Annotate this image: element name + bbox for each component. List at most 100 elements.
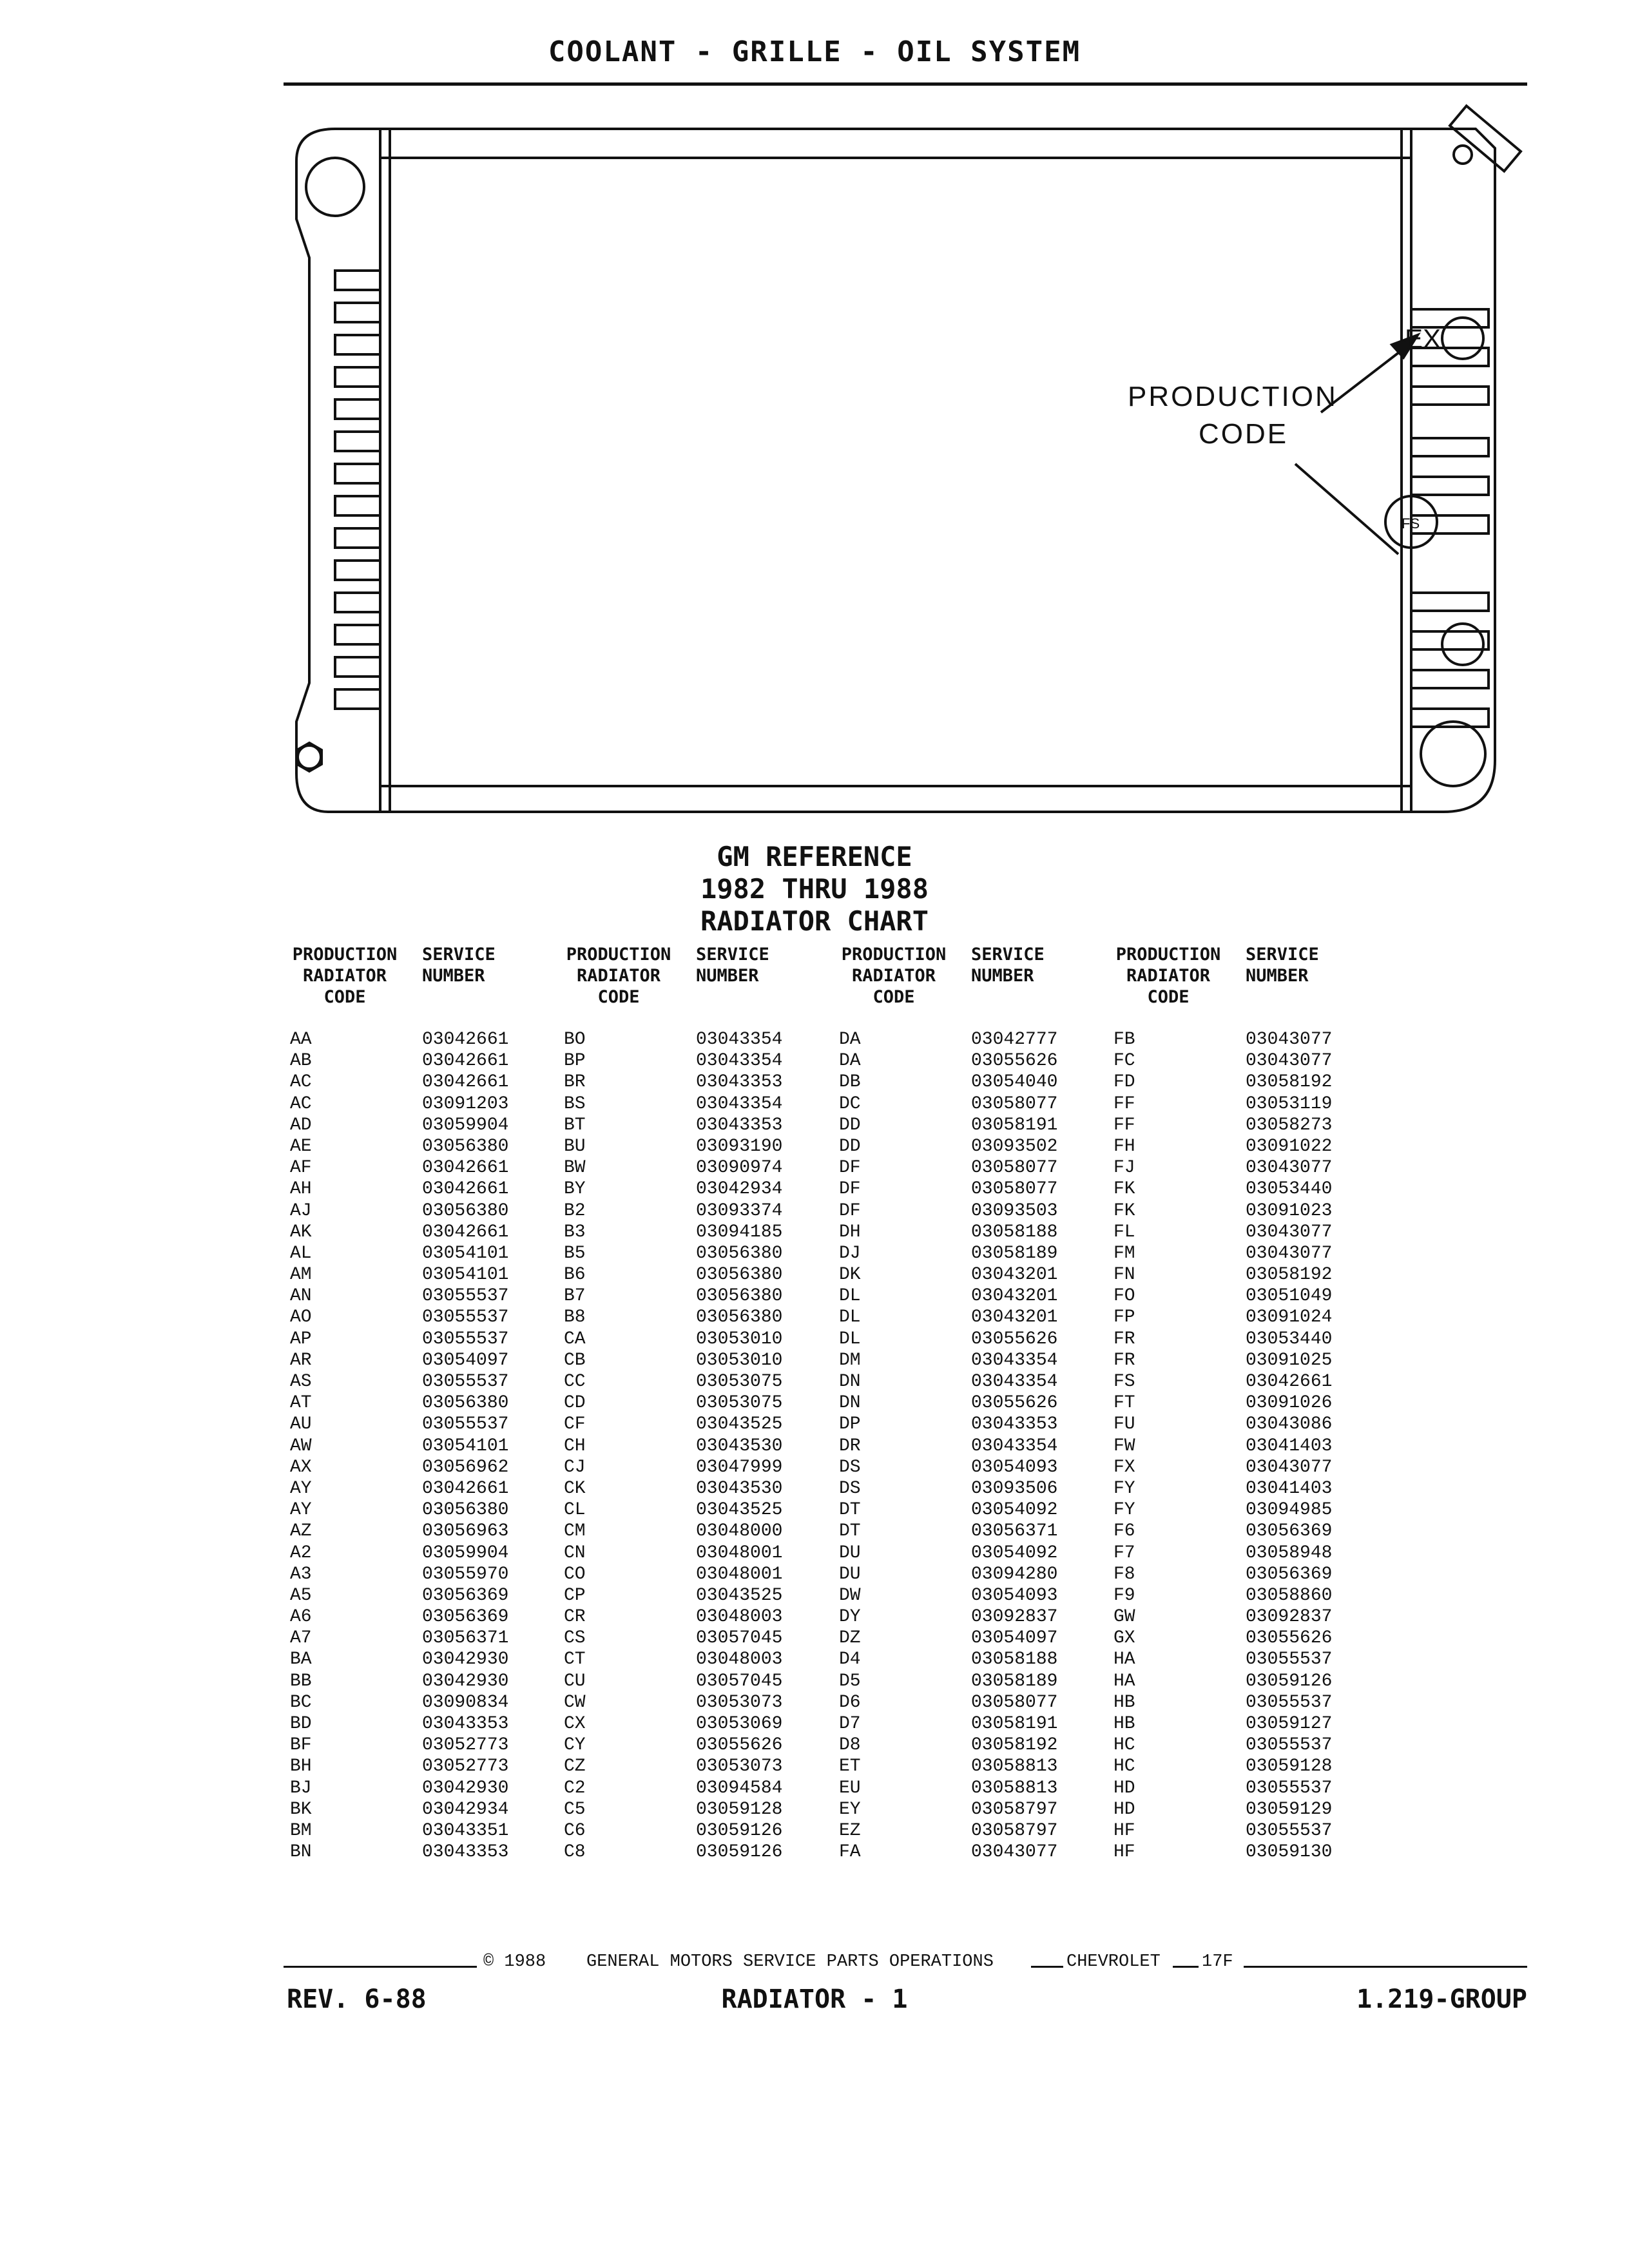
service-number-cell: 03043353 — [696, 1072, 783, 1093]
service-number-cell: 03042661 — [422, 1051, 509, 1072]
service-number-cell: 03052773 — [422, 1756, 509, 1777]
service-number-cell: 03091024 — [1246, 1307, 1333, 1328]
service-number-cell: 03056369 — [422, 1585, 509, 1606]
arrow-to-ex — [1320, 347, 1406, 414]
production-code-cell: CU — [564, 1671, 586, 1691]
service-number-cell: 03043077 — [1246, 1158, 1333, 1178]
arrow-head-ex — [1389, 332, 1421, 360]
service-number-cell: 03059904 — [422, 1542, 509, 1563]
service-number-cell: 03053010 — [696, 1329, 783, 1349]
service-number-cell: 03093190 — [696, 1136, 783, 1157]
service-number-cell: 03043525 — [696, 1500, 783, 1521]
production-code-cell: BH — [290, 1756, 312, 1777]
production-code-cell: BC — [290, 1692, 312, 1713]
service-number-cell: 03090974 — [696, 1158, 783, 1178]
production-code-cell: C8 — [564, 1842, 586, 1863]
production-code-cell: HC — [1113, 1735, 1135, 1756]
service-number-cell: 03055537 — [1246, 1649, 1333, 1670]
service-number-cell: 03043354 — [696, 1093, 783, 1114]
production-code-cell: FA — [839, 1842, 861, 1863]
service-number-cell: 03058189 — [971, 1243, 1058, 1264]
service-number-cell: 03094584 — [696, 1778, 783, 1798]
production-code-cell: BJ — [290, 1778, 312, 1798]
service-number-cell: 03042661 — [1246, 1372, 1333, 1392]
production-code-cell: C2 — [564, 1778, 586, 1798]
production-code-cell: AW — [290, 1436, 312, 1456]
service-number-cell: 03043201 — [971, 1286, 1058, 1307]
production-code-cell: FY — [1113, 1478, 1135, 1499]
production-code-cell: DF — [839, 1200, 861, 1221]
production-code-cell: CP — [564, 1585, 586, 1606]
production-code-cell: HB — [1113, 1692, 1135, 1713]
production-code-cell: AR — [290, 1350, 312, 1370]
production-code-cell: B3 — [564, 1222, 586, 1242]
production-code-cell: CY — [564, 1735, 586, 1756]
service-number-cell: 03042930 — [422, 1649, 509, 1670]
production-code-cell: B7 — [564, 1286, 586, 1307]
production-code-cell: CN — [564, 1542, 586, 1563]
production-code-cell: DU — [839, 1542, 861, 1563]
production-code-cell: DL — [839, 1307, 861, 1328]
right-tank — [1410, 128, 1496, 813]
production-code-cell: FF — [1113, 1093, 1135, 1114]
service-number-cell: 03056380 — [696, 1243, 783, 1264]
service-number-cell: 03043353 — [971, 1414, 1058, 1435]
production-code-cell: DS — [839, 1457, 861, 1477]
service-number-cell: 03056380 — [422, 1393, 509, 1414]
column-header-code: PRODUCTION RADIATOR CODE — [292, 945, 398, 1007]
table-row: HB 03055537 — [1107, 1692, 1384, 1713]
service-number-cell: 03059128 — [696, 1799, 783, 1820]
production-code-cell: FY — [1113, 1500, 1135, 1521]
drain-hex — [296, 741, 323, 773]
production-code-cell: FD — [1113, 1072, 1135, 1093]
production-code-cell: DJ — [839, 1243, 861, 1264]
service-number-cell: 03043353 — [422, 1714, 509, 1734]
production-code-cell: DY — [839, 1607, 861, 1628]
production-code-cell: AC — [290, 1072, 312, 1093]
production-code-cell: CA — [564, 1329, 586, 1349]
service-number-cell: 03043077 — [1246, 1457, 1333, 1477]
service-number-cell: 03043201 — [971, 1265, 1058, 1285]
service-number-cell: 03055537 — [1246, 1692, 1333, 1713]
production-code-cell: EZ — [839, 1820, 861, 1841]
filler-neck — [1448, 104, 1523, 173]
production-code-cell: D7 — [839, 1714, 861, 1734]
service-number-cell: 03058797 — [971, 1799, 1058, 1820]
service-number-cell: 03058192 — [971, 1735, 1058, 1756]
service-number-cell: 03058948 — [1246, 1542, 1333, 1563]
